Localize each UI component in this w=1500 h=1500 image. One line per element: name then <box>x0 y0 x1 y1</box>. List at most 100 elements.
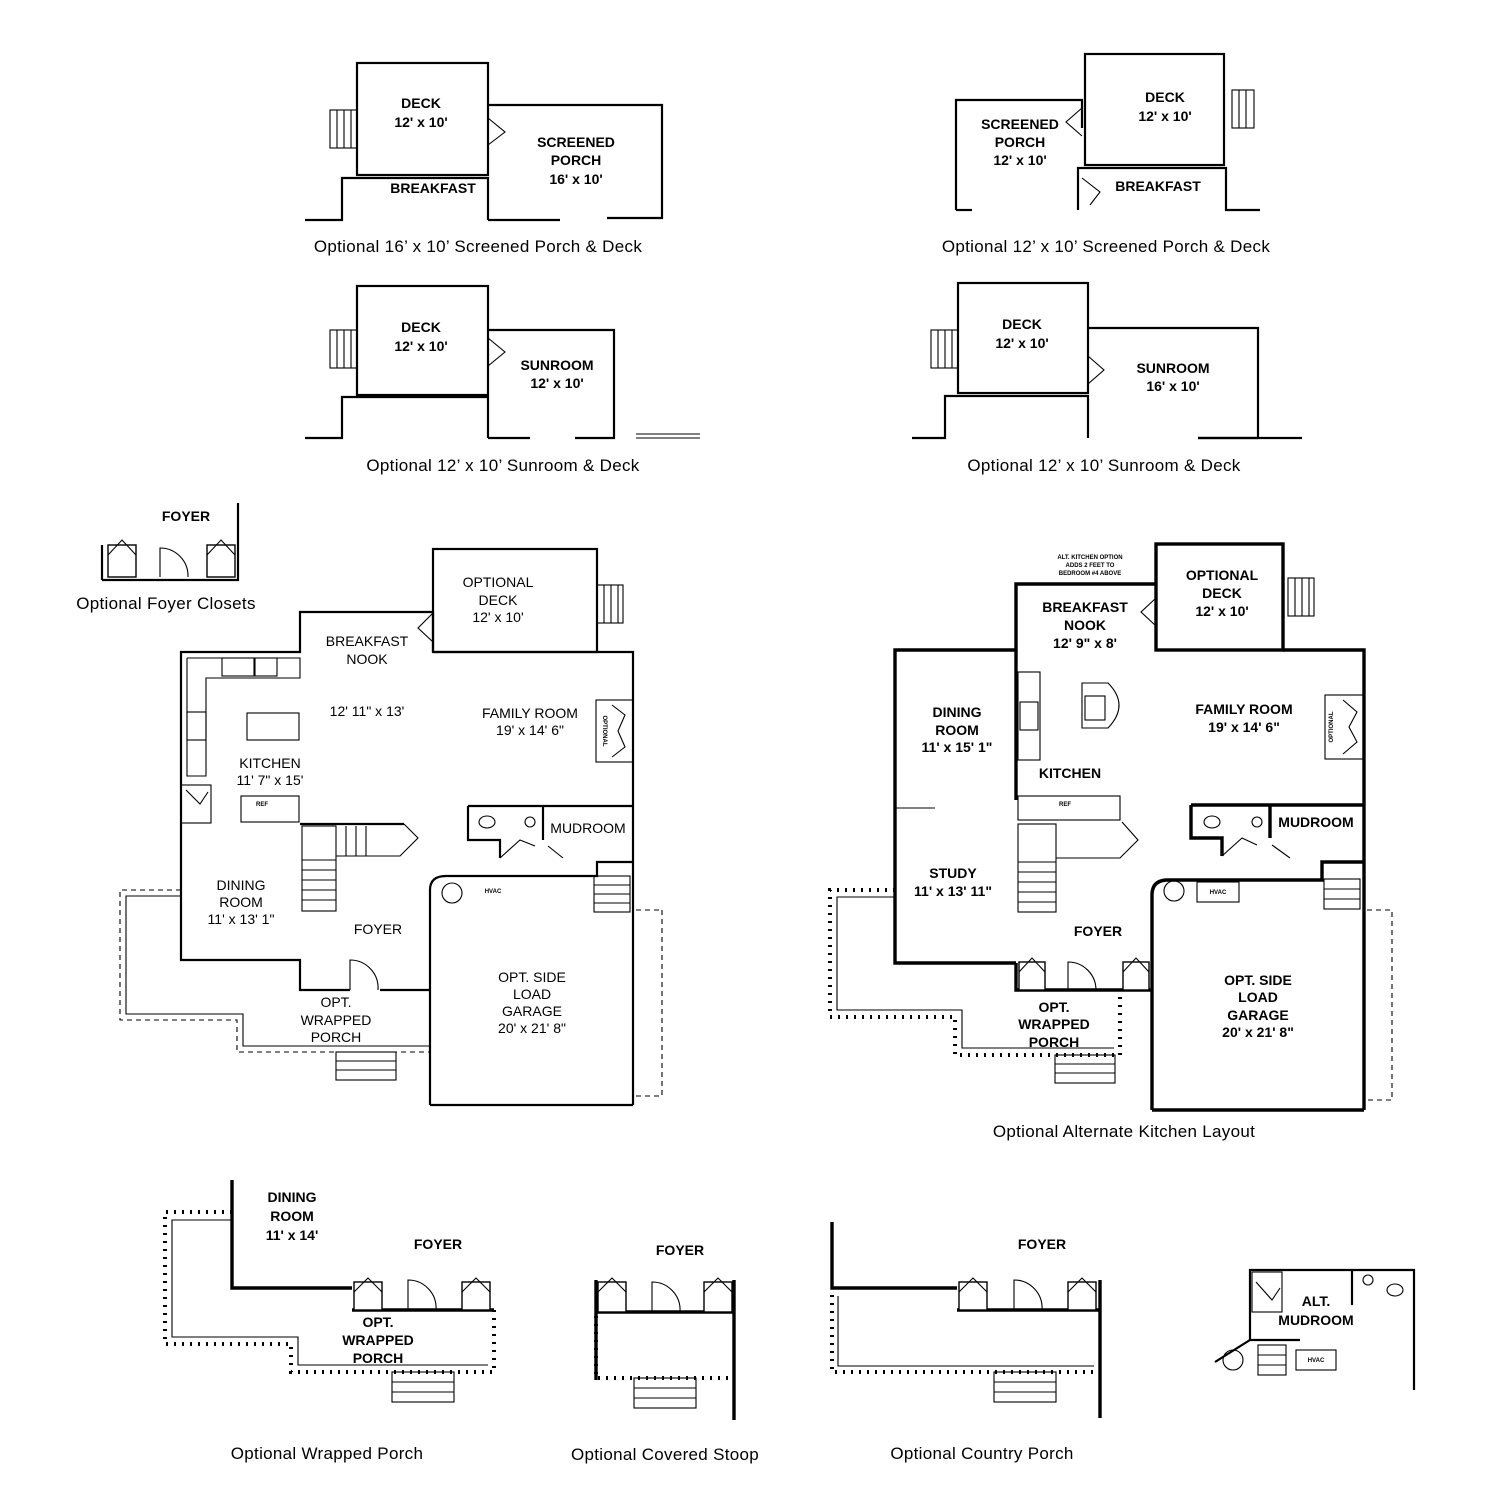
kitchen-island <box>246 712 300 741</box>
hvac-label: HVAC <box>1210 890 1227 896</box>
optional-fireplace-label: OPTIONAL <box>1329 711 1335 742</box>
ref-label: REF <box>256 802 268 808</box>
porch-door <box>487 117 506 146</box>
exterior-wall-left <box>179 610 435 992</box>
study-label: STUDY <box>929 865 977 881</box>
foyer-door <box>159 547 189 578</box>
kitchen-label: KITCHEN <box>1039 765 1101 781</box>
foyer-label: FOYER <box>162 508 210 524</box>
deck-label: DECK <box>401 319 441 335</box>
cooktop <box>186 711 207 741</box>
stoop-outline <box>594 1316 734 1380</box>
garage-stairs <box>1323 878 1361 910</box>
mudroom-stairs <box>1257 1344 1287 1376</box>
front-door <box>1067 961 1097 991</box>
caption-alt-kitchen: Optional Alternate Kitchen Layout <box>993 1122 1255 1141</box>
porch-steps <box>335 1051 397 1081</box>
fireplace <box>1324 694 1365 760</box>
sunroom-size: 12' x 10' <box>530 375 583 391</box>
family-room-label: FAMILY ROOM <box>482 705 578 721</box>
porch-size: 12' x 10' <box>993 152 1046 168</box>
caption-screened-porch-16: Optional 16’ x 10’ Screened Porch & Deck <box>314 237 642 256</box>
porch-label-1: SCREENED <box>537 134 615 150</box>
exterior-wall-left <box>893 582 1156 965</box>
mudroom-label: MUDROOM <box>1278 814 1353 830</box>
foyer-label: FOYER <box>414 1236 462 1252</box>
porch-label-3: PORCH <box>311 1029 362 1045</box>
caption-covered-stoop: Optional Covered Stoop <box>571 1445 759 1464</box>
hvac-unit <box>1196 881 1240 903</box>
sink <box>1251 816 1263 828</box>
foyer-wall <box>102 503 240 582</box>
note-line-2: ADDS 2 FEET TO <box>1066 563 1115 569</box>
stairs <box>1017 823 1057 913</box>
deck-size: 12' x 10' <box>394 114 447 130</box>
house-wall <box>305 176 490 222</box>
hvac-unit <box>1295 1349 1337 1371</box>
family-room-size: 19' x 14' 6" <box>1208 719 1280 735</box>
alt-mudroom-label-1: ALT. <box>1302 1293 1331 1309</box>
alt-mudroom-label-2: MUDROOM <box>1278 1312 1353 1328</box>
front-door <box>349 959 379 991</box>
house-wall <box>912 394 1090 440</box>
sunroom-door <box>487 337 506 367</box>
dining-size: 11' x 14' <box>266 1227 319 1243</box>
kitchen-label: KITCHEN <box>239 755 300 771</box>
breakfast-label: BREAKFAST <box>390 180 476 196</box>
dining-label-1: DINING <box>268 1189 317 1205</box>
wrapped-porch-outline <box>119 889 430 1053</box>
house-wall <box>1076 166 1260 212</box>
dining-label-1: DINING <box>933 704 982 720</box>
porch-label-1: OPT. <box>362 1314 393 1330</box>
fireplace <box>595 699 634 763</box>
breakfast-label-1: BREAKFAST <box>1042 599 1128 615</box>
deck-label: DECK <box>1002 316 1042 332</box>
screened-porch-outline <box>954 98 1084 210</box>
deck-stairs <box>1287 577 1315 617</box>
wrapped-porch-outline <box>828 888 1122 1057</box>
porch-label-1: SCREENED <box>981 116 1059 132</box>
pantry <box>180 784 212 824</box>
mudroom-wall <box>1248 1268 1416 1390</box>
family-room-size: 19' x 14' 6" <box>496 722 564 738</box>
front-door <box>407 1279 437 1311</box>
optional-fireplace-label: OPTIONAL <box>601 716 607 747</box>
ref-label: REF <box>1059 802 1071 808</box>
water-heater <box>1222 1349 1244 1371</box>
breakfast-door <box>1081 177 1101 206</box>
house-wall <box>830 1222 957 1290</box>
garage-wall <box>1150 860 1364 1110</box>
porch-label-1: OPT. <box>1038 999 1069 1015</box>
garage-label-1: OPT. SIDE <box>498 969 566 985</box>
stoop-steps <box>633 1377 697 1409</box>
breakfast-label-1: BREAKFAST <box>326 633 409 649</box>
closet-left <box>353 1281 383 1311</box>
porch-label-3: PORCH <box>353 1350 404 1366</box>
hvac-label: HVAC <box>485 889 502 895</box>
sink <box>524 816 536 828</box>
garage-size: 20' x 21' 8" <box>498 1020 566 1036</box>
mudroom-bench <box>1251 1271 1283 1313</box>
breakfast-label-2: NOOK <box>346 651 388 667</box>
plan-screened-porch-16: DECK 12' x 10' BREAKFAST SCREENED PORCH … <box>305 61 664 256</box>
family-room-label: FAMILY ROOM <box>1195 701 1292 717</box>
toilet <box>478 815 496 829</box>
front-door <box>651 1281 681 1313</box>
sunroom-size: 16' x 10' <box>1146 378 1199 394</box>
garage-size: 20' x 21' 8" <box>1222 1024 1294 1040</box>
closet-right <box>1122 961 1150 991</box>
porch-label-2: WRAPPED <box>342 1332 414 1348</box>
porch-label-3: PORCH <box>1029 1034 1080 1050</box>
porch-label-2: PORCH <box>995 134 1046 150</box>
foyer-label: FOYER <box>656 1242 704 1258</box>
closet-left <box>1018 961 1046 991</box>
plan-main-floor: REF OPTIONAL DECK 12' x 10' BREAKFAST NO… <box>119 547 663 1107</box>
hvac-label: HVAC <box>1308 1358 1325 1364</box>
closet-right <box>461 1281 491 1311</box>
closet-left <box>597 1281 627 1313</box>
plan-wrapped-porch: DINING ROOM 11' x 14' FOYER OPT. WRAPPED… <box>163 1180 496 1463</box>
caption-screened-porch-12: Optional 12’ x 10’ Screened Porch & Deck <box>942 237 1270 256</box>
deck-size: 12' x 10' <box>995 335 1048 351</box>
optional-deck-label-1: OPTIONAL <box>463 574 534 590</box>
plan-foyer-closets: FOYER Optional Foyer Closets <box>76 503 255 613</box>
